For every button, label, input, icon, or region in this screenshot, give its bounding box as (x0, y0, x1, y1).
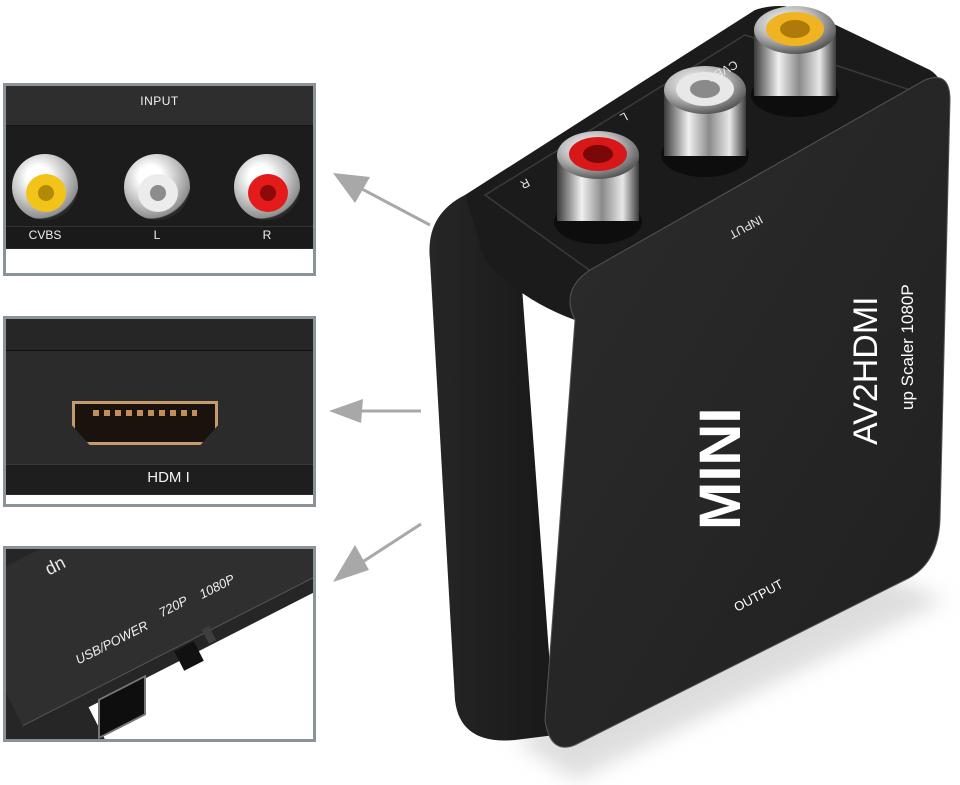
usb-callout-panel: up USB/POWER 720P 1080P (3, 546, 316, 742)
input-callout-panel: INPUT CVBS L R (3, 83, 316, 276)
right-audio-jack-label: R (262, 228, 272, 242)
hdmi-port-icon (72, 401, 218, 445)
left-audio-jack-icon (124, 154, 190, 220)
input-panel-white-base (6, 249, 313, 273)
device-yellow-rca-jack-icon (751, 6, 839, 117)
hdmi-panel-top-surface (6, 319, 313, 351)
left-audio-jack-label: L (153, 228, 161, 242)
cvbs-jack-icon (12, 154, 78, 220)
hdmi-panel-white-base (6, 495, 313, 504)
hdmi-pins (93, 410, 197, 416)
device-red-rca-jack-icon (554, 131, 642, 244)
device-left-side (429, 185, 575, 741)
device-model-label: AV2HDMI (847, 296, 885, 445)
device-white-rca-jack-icon (661, 66, 749, 177)
arrow-down-left-icon (333, 522, 422, 582)
right-audio-jack-icon (234, 154, 300, 220)
av2hdmi-converter-device: R L CVBS INPUT MINI AV2HDMI up Scaler 10… (429, 6, 951, 780)
input-panel-top-surface (6, 86, 313, 126)
arrow-up-left-icon (333, 173, 431, 227)
cvbs-jack-label: CVBS (28, 228, 62, 242)
device-mini-logo: MINI (688, 408, 753, 530)
hdmi-panel-label-bar (6, 464, 313, 494)
device-front-face (544, 77, 951, 748)
device-shadow (515, 560, 945, 780)
arrow-left-icon (329, 399, 421, 423)
input-panel-title: INPUT (140, 94, 179, 108)
hdmi-callout-panel: HDM I (3, 316, 316, 507)
hdmi-port-label: HDM I (147, 469, 190, 486)
device-upscaler-label: up Scaler 1080P (898, 284, 917, 410)
input-panel-label-bar (6, 226, 313, 248)
